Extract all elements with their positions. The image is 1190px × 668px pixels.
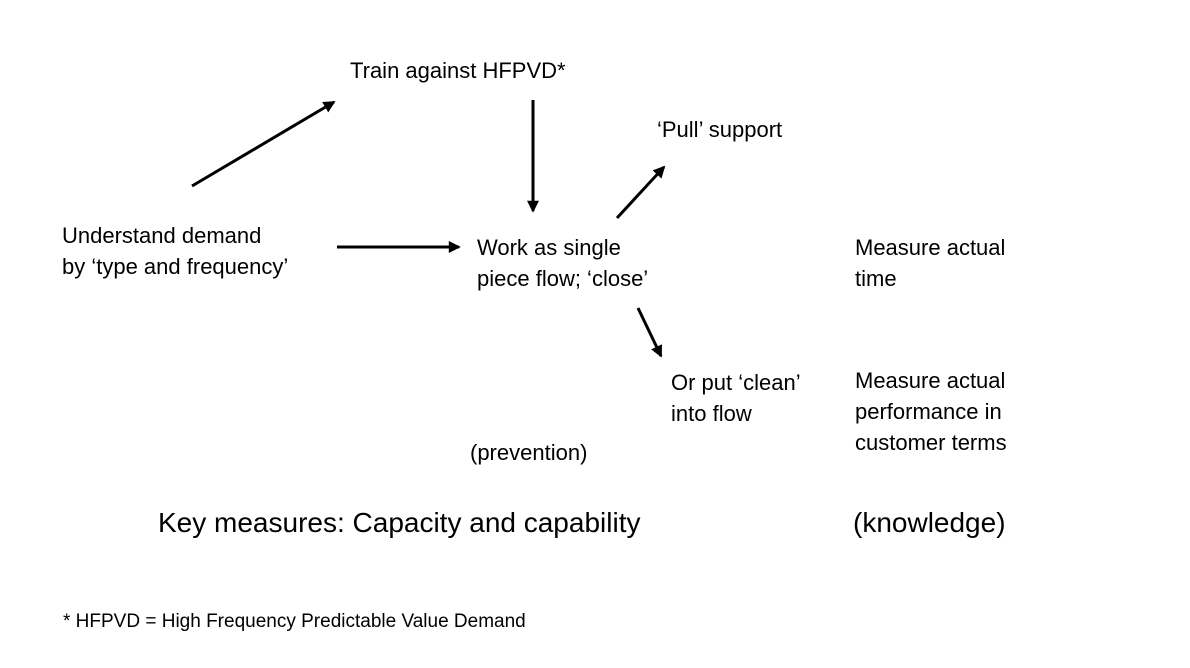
node-train-against-hfpvd: Train against HFPVD*: [350, 58, 566, 83]
node-work-single-piece-flow: Work as single piece flow; ‘close’: [477, 235, 649, 291]
node-pull-support: ‘Pull’ support: [657, 117, 783, 142]
arrow-work-to-pull: [615, 165, 666, 220]
label-prevention: (prevention): [470, 440, 588, 465]
node-measure-actual-performance: Measure actual performance in customer t…: [855, 368, 1007, 455]
label-knowledge: (knowledge): [853, 507, 1006, 538]
label-key-measures: Key measures: Capacity and capability: [158, 507, 641, 538]
node-understand-demand: Understand demand by ‘type and frequency…: [62, 223, 289, 279]
arrow-work-to-orput: [636, 307, 663, 358]
arrow-understand-to-train: [191, 100, 336, 188]
node-measure-actual-time: Measure actual time: [855, 235, 1006, 291]
node-or-put-clean-into-flow: Or put ‘clean’ into flow: [671, 370, 801, 426]
footnote-hfpvd-definition: * HFPVD = High Frequency Predictable Val…: [63, 611, 526, 632]
